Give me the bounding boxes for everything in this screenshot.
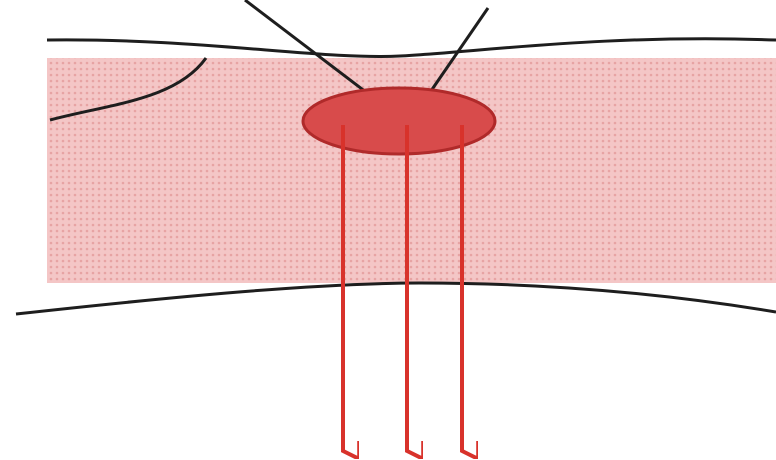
lower-boundary-curve xyxy=(16,283,776,314)
upper-boundary-curve xyxy=(47,39,776,57)
focal-region xyxy=(303,88,495,154)
